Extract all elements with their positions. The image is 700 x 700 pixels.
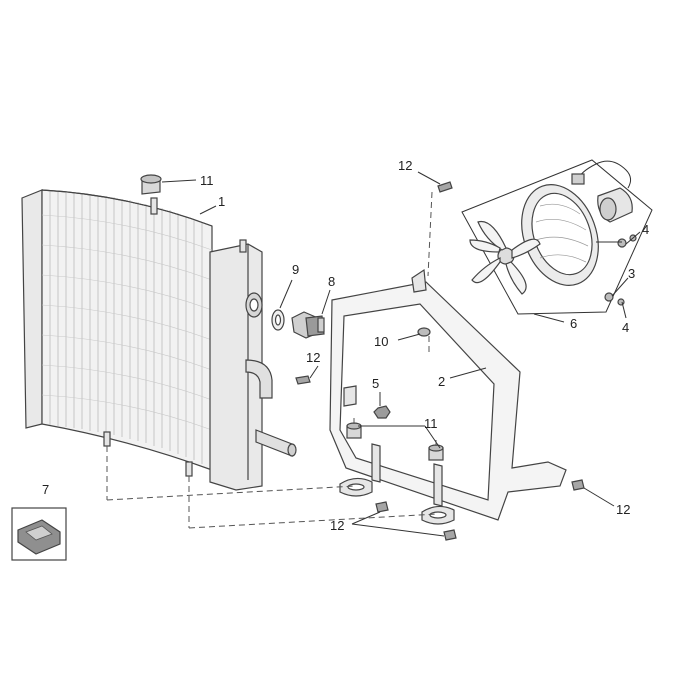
callout-radiator: 1 <box>218 194 225 209</box>
clip-inset <box>11 507 67 561</box>
callout-screw-bracket-bottom: 12 <box>330 518 344 533</box>
fan-fasteners <box>604 234 637 306</box>
callout-grommet-bracket: 11 <box>424 416 438 431</box>
callout-screw-radiator: 12 <box>306 350 320 365</box>
nut <box>373 405 391 419</box>
screws <box>295 181 585 541</box>
callout-grommet-top: 11 <box>200 173 214 188</box>
callout-labels: 1 2 3 4 4 5 6 7 8 9 10 11 11 12 12 12 12 <box>42 158 649 533</box>
callout-clip-inset: 7 <box>42 482 49 497</box>
callout-washer-fan: 3 <box>628 266 635 281</box>
radiator-core-fins <box>49 191 203 464</box>
callout-spacer: 10 <box>374 334 388 349</box>
callout-seal-ring: 9 <box>292 262 299 277</box>
callout-screw-bracket-right: 12 <box>616 502 630 517</box>
callout-thermo-switch: 8 <box>328 274 335 289</box>
callout-bracket: 2 <box>438 374 445 389</box>
fan-blades <box>469 220 541 295</box>
alignment-lines <box>106 191 438 529</box>
callout-nut: 5 <box>372 376 379 391</box>
radiator <box>21 189 297 491</box>
radiator-grommet <box>140 174 162 195</box>
fan-assembly <box>461 159 653 315</box>
callout-screw-fan-bottom: 4 <box>622 320 629 335</box>
callout-screw-bracket-top: 12 <box>398 158 412 173</box>
mounting-bracket <box>329 268 567 525</box>
callout-screw-fan-top: 4 <box>642 222 649 237</box>
seal-ring <box>271 309 285 331</box>
callout-fan-assembly: 6 <box>570 316 577 331</box>
thermo-switch <box>291 311 325 339</box>
leader-lines <box>161 171 641 537</box>
